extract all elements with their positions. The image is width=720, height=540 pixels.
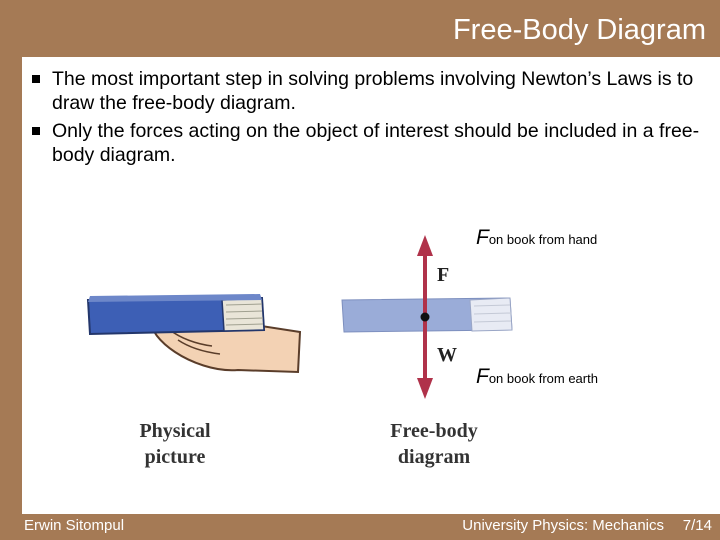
caption-line: picture: [144, 446, 206, 468]
upper-force-subscript: on book from hand: [488, 232, 598, 247]
slide-title: Free-Body Diagram: [452, 14, 706, 46]
upper-force-label: Fon book from hand: [476, 226, 597, 250]
caption-line: Free-body: [390, 420, 478, 442]
bullet-text: The most important step in solving probl…: [52, 68, 694, 114]
downward-force-arrow: [417, 317, 433, 399]
slide-content: The most important step in solving probl…: [22, 57, 720, 514]
footer-course: University Physics: Mechanics: [462, 517, 664, 534]
square-bullet-icon: [32, 127, 40, 135]
physical-picture-illustration: [86, 294, 302, 374]
caption-line: Physical: [139, 420, 211, 442]
bullet-list: The most important step in solving probl…: [30, 67, 700, 171]
upper-force-symbol: F: [476, 226, 489, 249]
free-body-diagram-illustration: [341, 235, 513, 399]
bullet-text: Only the forces acting on the object of …: [52, 120, 700, 166]
center-of-mass-dot: [420, 312, 430, 322]
caption-line: diagram: [397, 446, 471, 468]
book-physical-icon: [86, 294, 266, 336]
upward-force-arrow: [417, 235, 433, 317]
caption-free-body-diagram: Free-body diagram: [364, 418, 504, 470]
footer-author: Erwin Sitompul: [24, 517, 125, 534]
square-bullet-icon: [32, 75, 40, 83]
lower-force-symbol: F: [476, 365, 489, 388]
lower-force-label: Fon book from earth: [476, 365, 598, 389]
footer-page-number: 7/14: [682, 517, 712, 534]
arrow-label-up: F: [437, 264, 450, 286]
bullet-item: The most important step in solving probl…: [30, 67, 700, 115]
bullet-item: Only the forces acting on the object of …: [30, 119, 700, 167]
lower-force-subscript: on book from earth: [488, 371, 598, 386]
arrow-label-down: W: [437, 344, 457, 366]
caption-physical-picture: Physical picture: [115, 418, 235, 470]
